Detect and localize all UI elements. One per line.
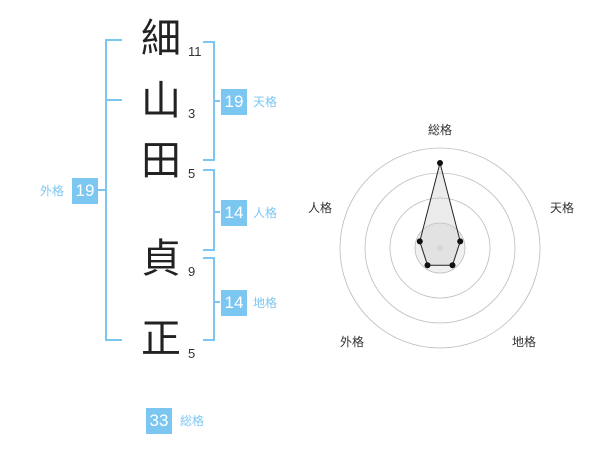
stroke-count-3: 5 — [188, 166, 196, 181]
chikaku-value: 14 — [221, 290, 247, 316]
name-char-1: 細 — [141, 16, 181, 62]
stroke-count-1: 11 — [188, 44, 202, 59]
gaikaku-value: 19 — [72, 178, 98, 204]
tenkaku-label: 天格 — [253, 95, 278, 109]
radar-point-5 — [416, 238, 423, 245]
radar-axis-label-5: 人格 — [308, 200, 332, 215]
stroke-count-4: 9 — [188, 264, 196, 279]
soukaku-label: 総格 — [180, 414, 205, 428]
radar-center — [437, 245, 443, 251]
radar-data-polygon — [419, 162, 461, 266]
tenkaku-bracket — [203, 41, 220, 161]
jinkaku-value: 14 — [221, 200, 247, 226]
tenkaku-value: 19 — [221, 89, 247, 115]
radar-point-4 — [424, 262, 431, 269]
radar-axis-label-2: 天格 — [550, 200, 574, 215]
stroke-count-5: 5 — [188, 346, 196, 361]
radar-point-2 — [457, 238, 464, 245]
radar-ring-4 — [339, 147, 541, 349]
chikaku-bracket — [203, 257, 220, 341]
jinkaku-bracket — [203, 169, 220, 251]
radar-axis-label-1: 総格 — [428, 122, 452, 137]
soukaku-value: 33 — [146, 408, 172, 434]
name-char-3: 田 — [141, 138, 181, 184]
radar-point-3 — [449, 262, 456, 269]
jinkaku-label: 人格 — [253, 206, 278, 220]
stroke-count-2: 3 — [188, 106, 196, 121]
radar-point-1 — [437, 160, 443, 166]
radar-ring-3 — [364, 172, 516, 324]
radar-axis-label-4: 外格 — [340, 334, 364, 349]
name-char-4: 貞 — [141, 236, 181, 282]
name-char-2: 山 — [141, 78, 181, 124]
radar-ring-2 — [389, 197, 491, 299]
chikaku-label: 地格 — [253, 296, 278, 310]
gaikaku-label: 外格 — [40, 184, 65, 198]
radar-axis-label-3: 地格 — [512, 334, 536, 349]
name-char-5: 正 — [141, 316, 181, 362]
